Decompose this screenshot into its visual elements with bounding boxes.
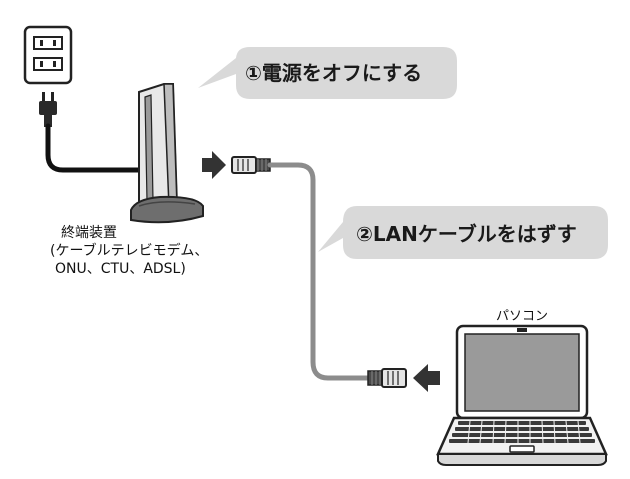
power-outlet-icon [23, 25, 73, 85]
step1-text: ①電源をオフにする [245, 61, 423, 85]
power-cord [45, 123, 153, 173]
step1-bubble [198, 47, 457, 99]
terminal-title: 終端装置 [61, 225, 117, 241]
arrow-icon [202, 151, 226, 179]
step2-bubble [318, 206, 608, 259]
modem-icon [130, 83, 204, 224]
lan-connector-icon [367, 368, 407, 388]
lan-connector-icon [231, 156, 271, 174]
power-plug-icon [39, 92, 57, 127]
step2-text: ②LANケーブルをはずす [356, 222, 577, 246]
laptop-icon [436, 324, 608, 466]
arrow-icon [413, 364, 440, 392]
pc-label: パソコン [496, 309, 549, 324]
lan-cable [267, 162, 373, 381]
terminal-subtitle-2: ONU、CTU、ADSL) [55, 261, 186, 277]
terminal-subtitle-1: (ケーブルテレビモデム、 [50, 243, 209, 259]
